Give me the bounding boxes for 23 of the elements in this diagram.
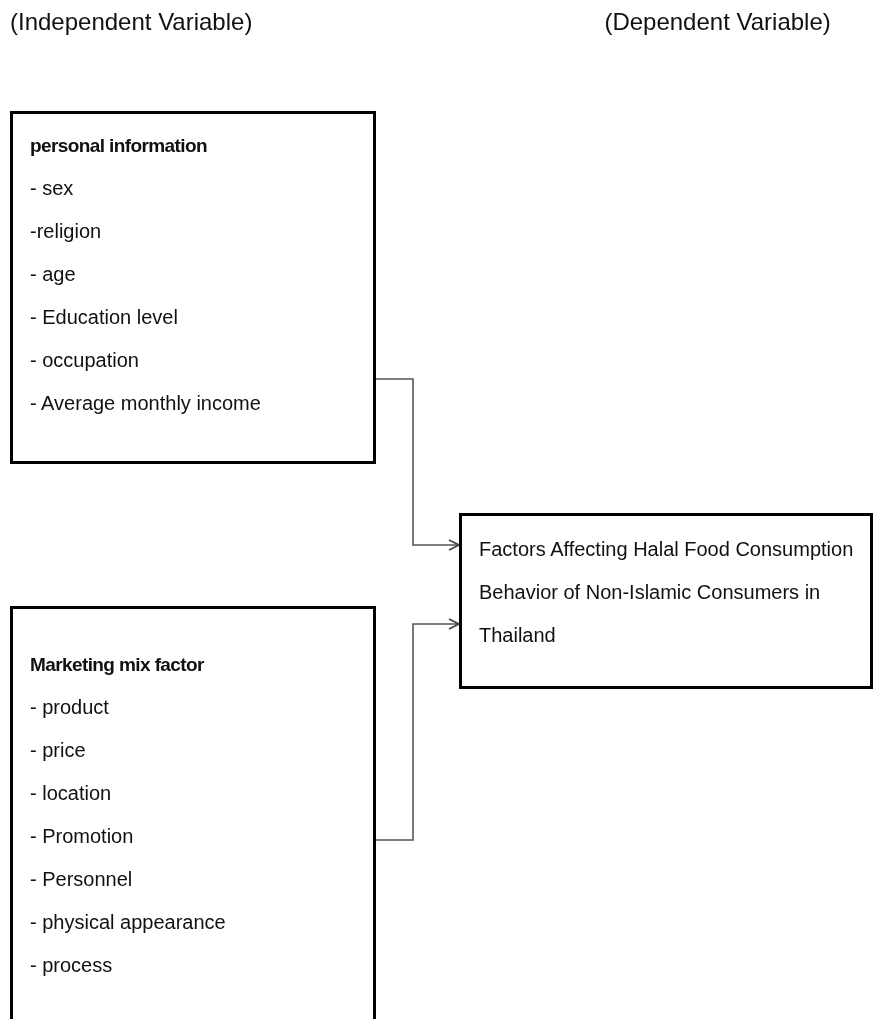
variable-box bbox=[459, 513, 873, 689]
list-item: - age bbox=[30, 262, 77, 287]
list-item: - Personnel bbox=[30, 867, 134, 892]
list-item: - location bbox=[30, 781, 113, 806]
box-text: Factors Affecting Halal Food Consumption Behavior of Non-Islamic Consumers in Thailand bbox=[479, 537, 855, 648]
list-item: - process bbox=[30, 953, 114, 978]
list-item: - physical appearance bbox=[30, 910, 227, 935]
variable-label: (Independent Variable) bbox=[10, 8, 253, 35]
variable-label: (Dependent Variable) bbox=[604, 8, 831, 35]
connector-arrow bbox=[375, 378, 460, 551]
list-item: - Promotion bbox=[30, 824, 135, 849]
list-item: - Average monthly income bbox=[30, 391, 262, 416]
variable-box bbox=[10, 606, 376, 1019]
variable-box bbox=[10, 111, 376, 464]
list-item: - price bbox=[30, 738, 87, 763]
list-item: - product bbox=[30, 695, 110, 720]
connector-arrow bbox=[375, 618, 460, 841]
list-item: - occupation bbox=[30, 348, 140, 373]
list-item: -religion bbox=[30, 219, 103, 244]
box-heading: Marketing mix factor bbox=[30, 653, 205, 677]
list-item: - Education level bbox=[30, 305, 179, 330]
list-item: - sex bbox=[30, 176, 75, 201]
box-heading: personal information bbox=[30, 134, 208, 158]
